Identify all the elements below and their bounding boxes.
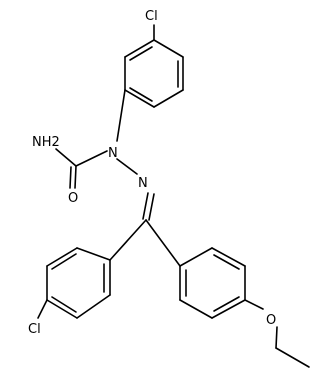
atom-cl-bottom: Cl (28, 322, 41, 337)
bond-c-nh2 (55, 148, 77, 167)
atom-n-imine: N (138, 176, 148, 191)
bond-top-ring-n (116, 89, 126, 142)
atom-nh2: NH2 (32, 135, 60, 150)
bond-ch2-ch3 (275, 347, 310, 368)
bond-c-right-ring (145, 219, 181, 267)
bond-n-carbonyl-c (75, 150, 108, 167)
bond-o-ch2 (275, 326, 278, 349)
atom-cl-top: Cl (145, 9, 158, 24)
bond-ring-o (244, 299, 264, 310)
bond-bottom-ring-cl (37, 299, 48, 319)
bottom-left-chlorophenyl-ring (46, 247, 111, 319)
atom-n-amine: N (108, 146, 118, 161)
bottom-right-ethoxyphenyl-ring (179, 247, 246, 319)
atom-o-ether: O (266, 313, 276, 328)
double-bond-c-o (69, 165, 77, 189)
bond-n-n (116, 158, 138, 175)
bond-c-left-ring (109, 219, 147, 261)
top-chlorophenyl-ring (124, 39, 184, 108)
atom-o-carbonyl: O (68, 191, 78, 206)
double-bond-n-c (142, 192, 155, 221)
